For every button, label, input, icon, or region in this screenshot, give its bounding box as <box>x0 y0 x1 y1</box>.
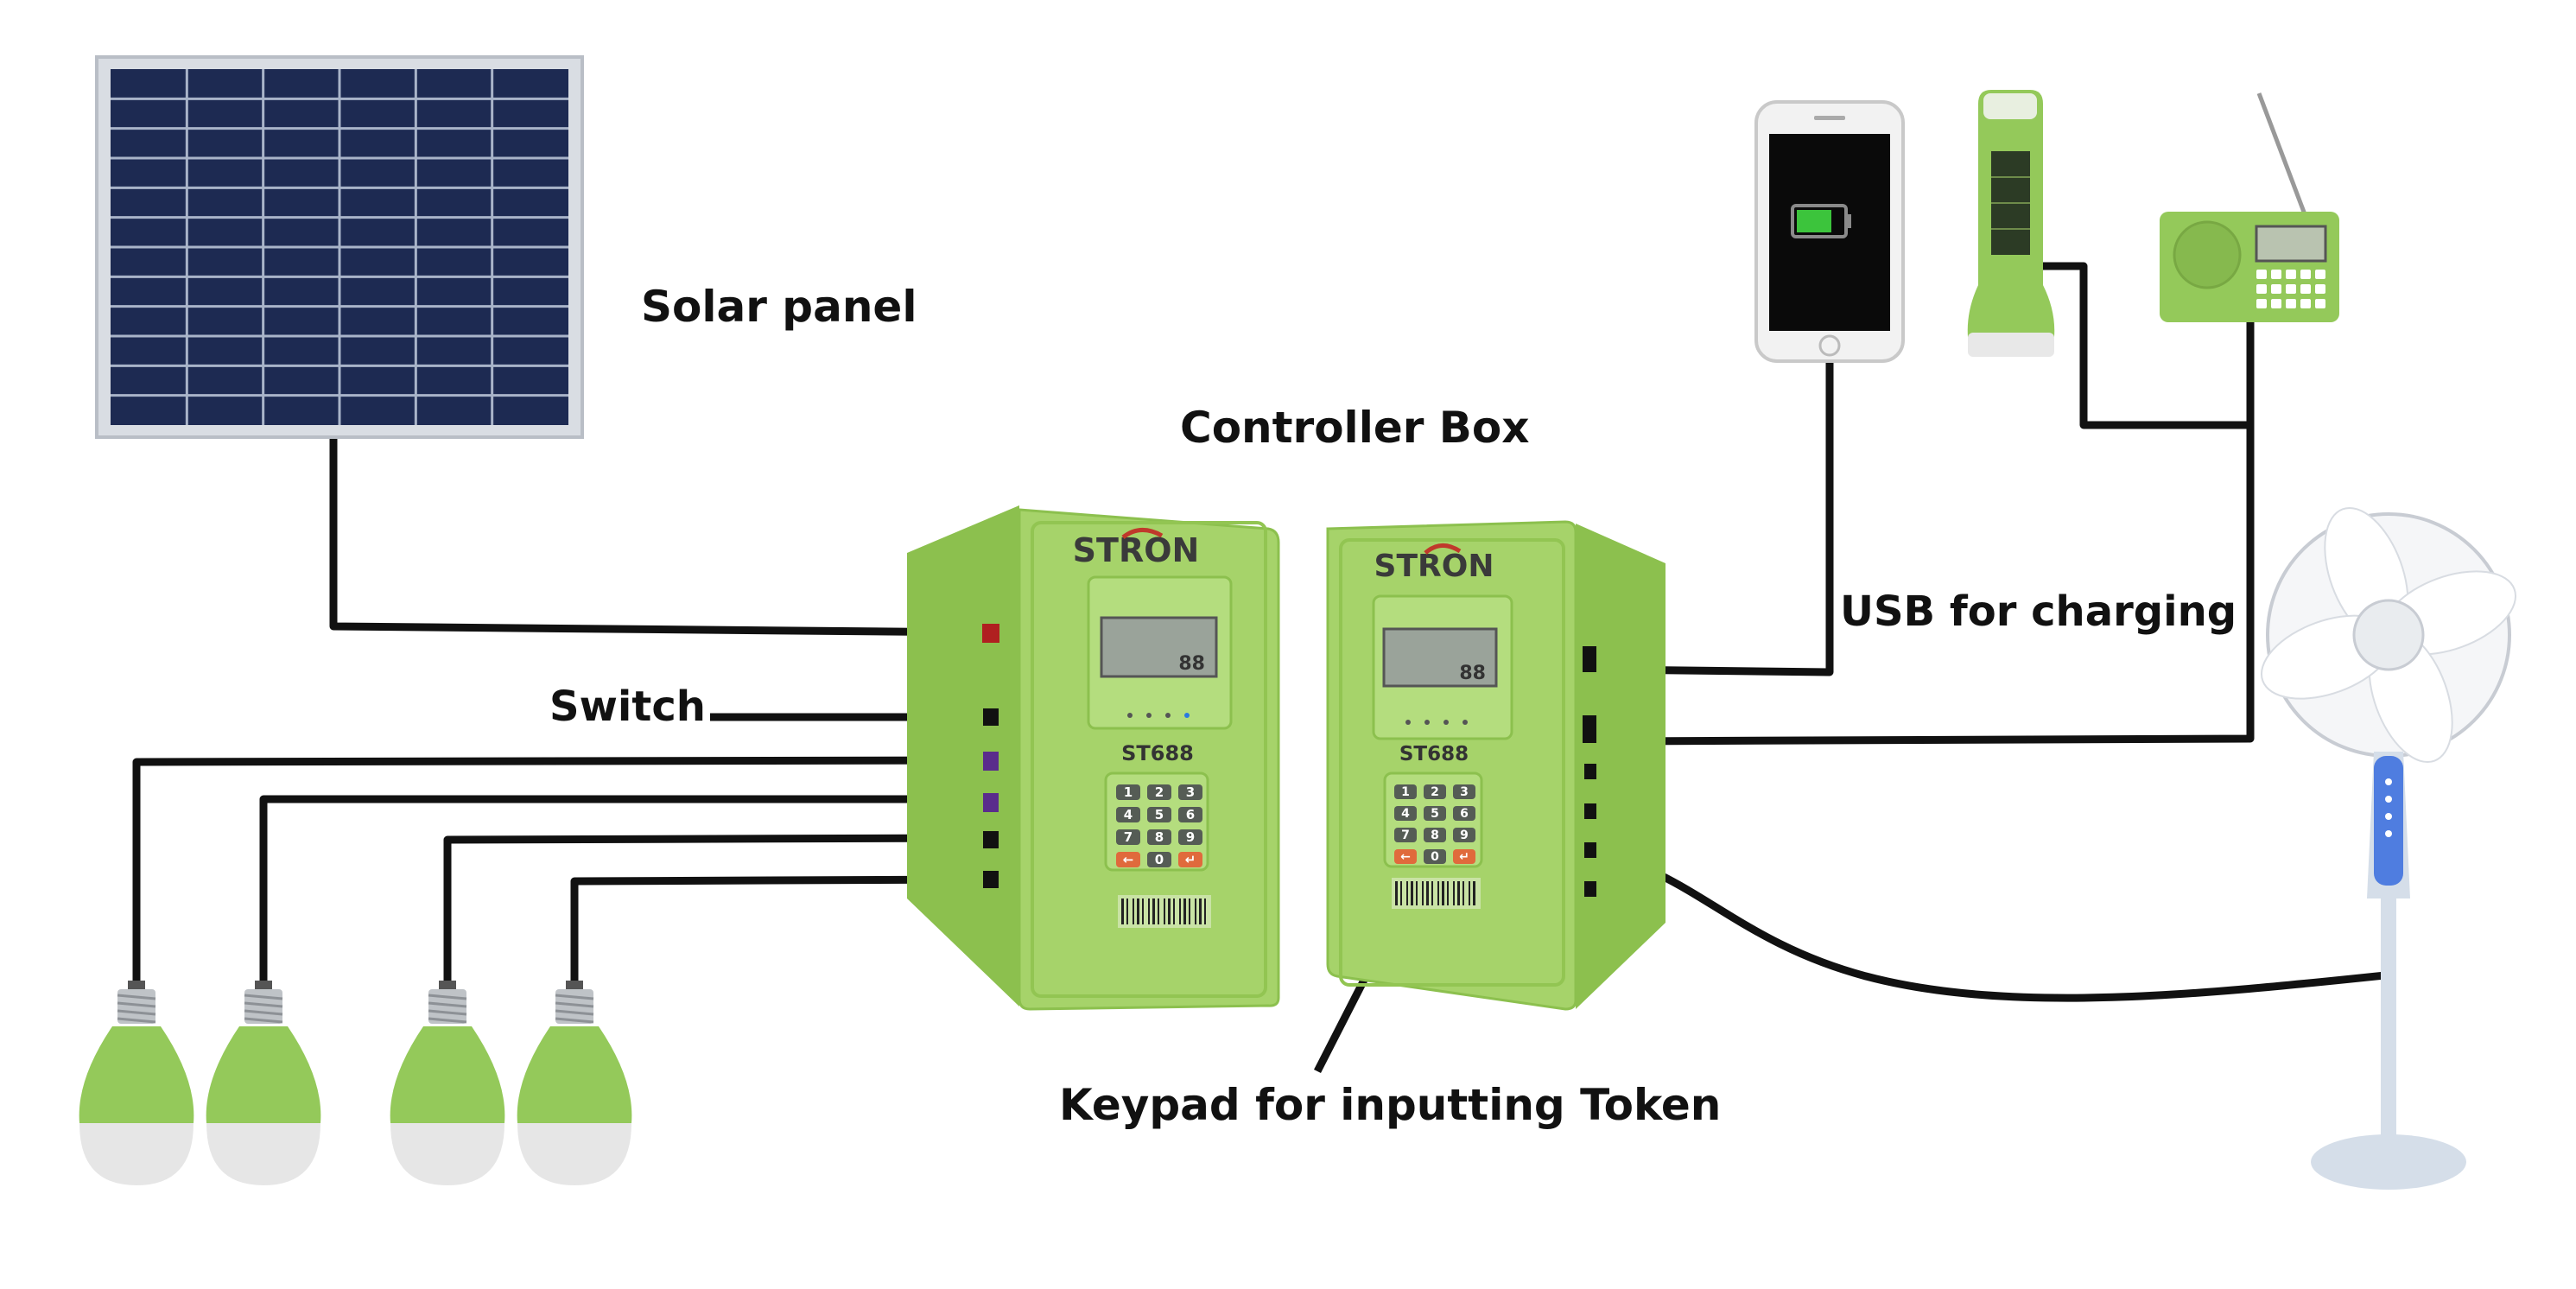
keypad-key-label: 6 <box>1460 807 1469 821</box>
keypad-key <box>1116 852 1140 867</box>
controller-1-model: ST688 <box>1121 741 1194 765</box>
bulb-wire-1 <box>132 756 986 985</box>
keypad-key <box>1116 784 1140 800</box>
bulb-wire-3 <box>443 834 986 985</box>
keypad-key-label: 1 <box>1124 784 1133 800</box>
controller-1-brand: STRON <box>1073 531 1200 569</box>
solar-wire <box>329 436 981 637</box>
phone-usb-wire <box>1606 359 1834 676</box>
keypad-key <box>1116 829 1140 845</box>
keypad-key-label: 9 <box>1460 829 1469 842</box>
controller-box-label: Controller Box <box>1180 403 1530 453</box>
controller-box-icon: STRON 88 ST688 1 2 3 4 5 6 7 8 9 ← 0 ↵ <box>907 505 1280 1011</box>
keypad-key-label: 7 <box>1124 829 1133 845</box>
keypad-key-label: 3 <box>1186 784 1195 800</box>
keypad-key <box>1453 806 1475 821</box>
controller-box-icon: STRON 88 ST688 1 2 3 4 5 6 7 8 9 ← 0 ↵ <box>1326 520 1666 1011</box>
radio-usb-wire <box>1606 321 2255 746</box>
keypad-key <box>1394 849 1417 864</box>
keypad-key-label: 3 <box>1460 785 1469 799</box>
keypad-key <box>1453 849 1475 864</box>
light-bulb-icon <box>517 981 632 1185</box>
keypad-key-label: ← <box>1123 852 1134 867</box>
bulb-wire-2 <box>259 795 985 985</box>
keypad-key <box>1424 828 1446 842</box>
controller-2-ports <box>1583 646 1596 897</box>
keypad-key-label: 8 <box>1431 829 1439 842</box>
svg-text:88: 88 <box>1178 653 1205 675</box>
controller-1-side <box>907 505 1019 1006</box>
keypad-key-label: 2 <box>1431 785 1439 799</box>
controller-2-barcode <box>1392 878 1481 909</box>
controller-2-model: ST688 <box>1399 743 1469 765</box>
controller-2-side <box>1576 524 1666 1009</box>
keypad-key <box>1453 784 1475 799</box>
keypad-key <box>1178 829 1202 845</box>
keypad-key <box>1394 828 1417 842</box>
keypad-key <box>1424 849 1446 864</box>
solar-panel-label: Solar panel <box>641 282 917 332</box>
keypad-key-label: 4 <box>1124 807 1133 822</box>
keypad-key <box>1424 784 1446 799</box>
keypad-key <box>1394 806 1417 821</box>
keypad-key-label: 0 <box>1155 852 1164 867</box>
fan-wire <box>1597 849 2394 1002</box>
light-bulb-icon <box>79 981 194 1185</box>
keypad-key <box>1147 852 1171 867</box>
switch-label: Switch <box>549 683 706 731</box>
svg-text:88: 88 <box>1459 663 1486 684</box>
keypad-key-label: 8 <box>1155 829 1164 845</box>
keypad-key <box>1394 784 1417 799</box>
keypad-key-label: ↵ <box>1459 850 1469 864</box>
keypad-key-label: 7 <box>1401 829 1410 842</box>
solar-panel-icon <box>95 55 584 439</box>
keypad-key <box>1147 829 1171 845</box>
keypad-key-label: 9 <box>1186 829 1195 845</box>
smartphone-icon <box>1754 100 1905 363</box>
keypad-key <box>1178 807 1202 822</box>
keypad-key-label: 5 <box>1431 807 1439 821</box>
keypad-label: Keypad for inputting Token <box>1059 1080 1722 1130</box>
keypad-key <box>1178 784 1202 800</box>
keypad-key <box>1424 806 1446 821</box>
light-bulb-icon <box>390 981 505 1185</box>
keypad-key <box>1178 852 1202 867</box>
controller-2-brand: STRON <box>1374 549 1494 584</box>
fan-icon <box>2260 506 2517 1190</box>
flashlight-icon <box>1967 90 2055 357</box>
light-bulbs <box>79 981 632 1185</box>
wires <box>132 262 2394 1074</box>
keypad-key-label: 5 <box>1155 807 1164 822</box>
keypad-key <box>1147 784 1171 800</box>
flashlight-usb-wire <box>2043 262 2250 429</box>
keypad-key-label: ↵ <box>1185 852 1196 867</box>
usb-charging-label: USB for charging <box>1840 587 2237 636</box>
bulb-wire-4 <box>570 875 986 985</box>
radio-icon <box>2160 92 2339 322</box>
keypad-key <box>1116 807 1140 822</box>
keypad-key-label: 6 <box>1186 807 1195 822</box>
controller-1-barcode <box>1118 895 1211 928</box>
keypad-key <box>1453 828 1475 842</box>
keypad-key-label: 1 <box>1401 785 1410 799</box>
light-bulb-icon <box>206 981 321 1185</box>
controller-1-ports <box>982 624 999 888</box>
keypad-key-label: 4 <box>1401 807 1410 821</box>
keypad-key-label: ← <box>1400 850 1411 864</box>
keypad-key-label: 0 <box>1431 850 1439 864</box>
keypad-key-label: 2 <box>1155 784 1164 800</box>
keypad-key <box>1147 807 1171 822</box>
